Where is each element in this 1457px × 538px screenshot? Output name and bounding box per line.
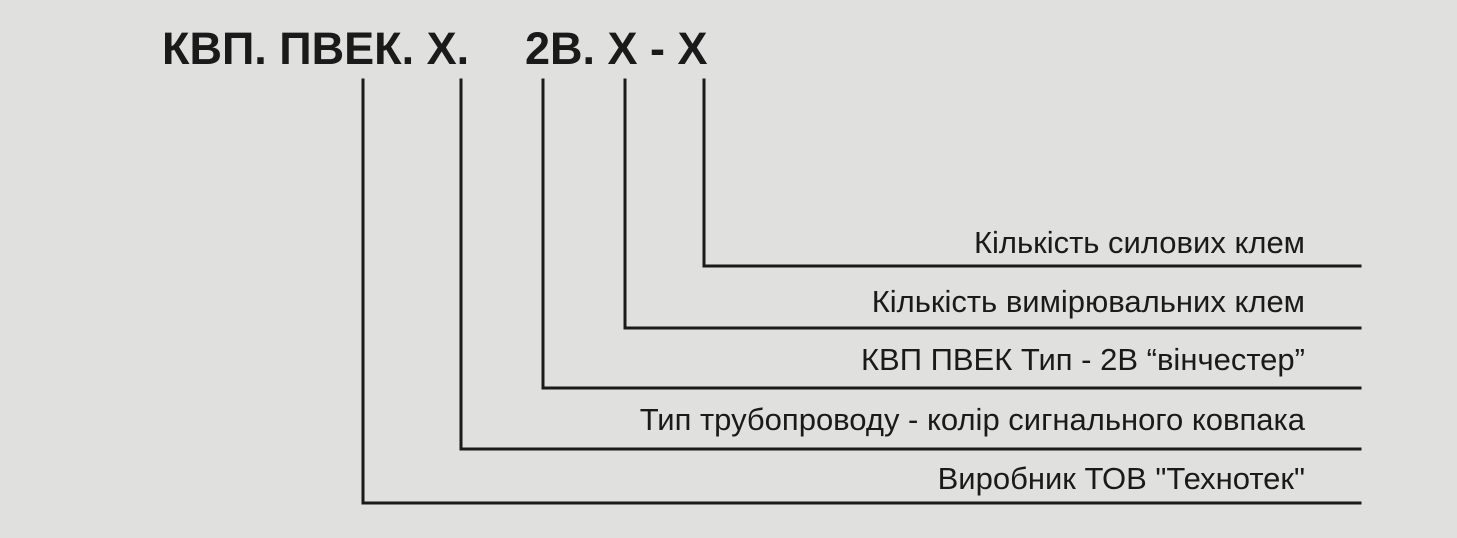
connector-power-terminals — [702, 78, 1362, 268]
designation-code-prefix: КВП. ПВЕК. Х. — [162, 23, 470, 74]
connector-type — [541, 78, 1362, 390]
label-pipeline-type: Тип трубопроводу - колір сигнального ков… — [639, 402, 1305, 437]
label-type: КВП ПВЕК Тип - 2В “вінчестер” — [860, 342, 1305, 377]
label-measuring-terminals: Кількість вимірювальних клем — [871, 284, 1305, 319]
connector-manufacturer — [361, 78, 1362, 505]
label-power-terminals: Кількість силових клем — [973, 225, 1305, 260]
connector-pipeline-type — [459, 78, 1362, 451]
designation-code-suffix: 2В. Х - Х — [525, 23, 708, 74]
label-manufacturer: Виробник ТОВ "Технотек" — [937, 461, 1305, 496]
connector-measuring-terminals — [623, 78, 1362, 330]
